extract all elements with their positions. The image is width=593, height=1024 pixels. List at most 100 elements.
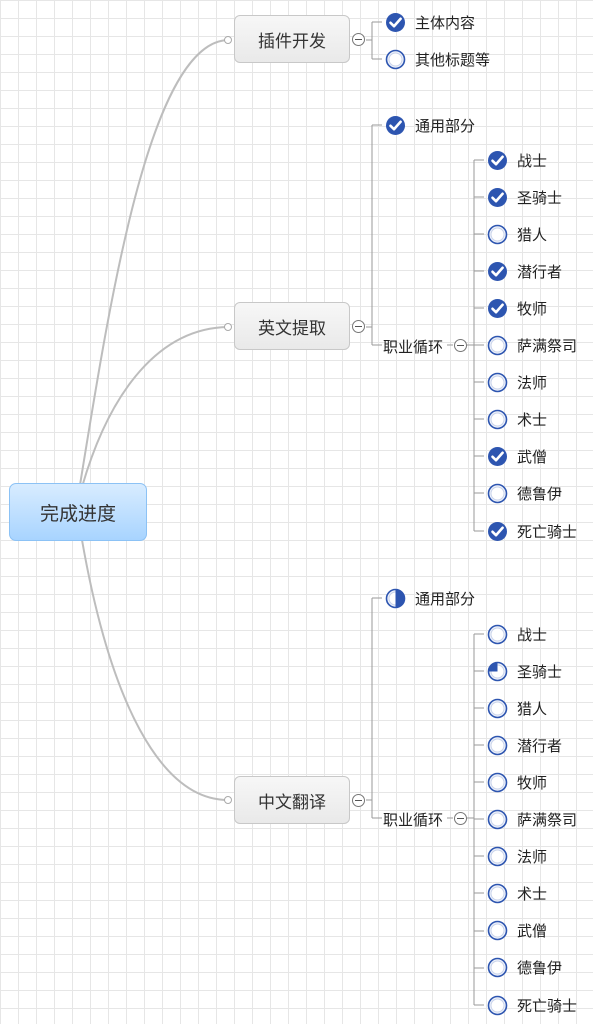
leaf-label: 术士 — [517, 411, 548, 430]
leaf-item[interactable]: 法师 — [487, 372, 547, 394]
status-icon — [487, 698, 508, 718]
leaf-item[interactable]: 通用部分 — [385, 587, 475, 609]
link-root-chinese — [81, 539, 229, 801]
leaf-label: 圣骑士 — [517, 662, 563, 681]
leaf-label: 武僧 — [517, 922, 548, 941]
status-icon — [488, 298, 507, 318]
collapse-toggle-plugin-dev[interactable] — [352, 33, 365, 46]
status-icon — [386, 12, 405, 32]
status-icon — [487, 958, 508, 978]
leaf-item[interactable]: 德鲁伊 — [487, 957, 562, 979]
leaf-label: 死亡骑士 — [517, 522, 578, 541]
leaf-label: 萨满祭司 — [517, 337, 578, 355]
status-icon — [487, 224, 508, 244]
link-root-english — [81, 326, 229, 488]
leaf-item[interactable]: 通用部分 — [385, 114, 475, 136]
leaf-label: 死亡骑士 — [517, 996, 578, 1015]
leaf-item[interactable]: 牧师 — [487, 297, 547, 319]
leaf-item[interactable]: 猎人 — [487, 697, 547, 719]
leaf-label: 萨满祭司 — [517, 811, 578, 829]
leaf-item[interactable]: 圣骑士 — [487, 660, 562, 682]
leaf-label: 猎人 — [517, 225, 548, 244]
leaf-item[interactable]: 牧师 — [487, 771, 547, 793]
status-icon — [488, 521, 507, 541]
status-icon — [487, 661, 508, 681]
branch-node-plugin-dev[interactable]: 插件开发 — [234, 15, 350, 63]
leaf-label: 通用部分 — [415, 589, 476, 608]
leaf-label: 圣骑士 — [517, 188, 563, 207]
status-icon — [487, 409, 508, 430]
leaf-label: 战士 — [517, 625, 548, 644]
status-icon — [488, 187, 507, 207]
leaf-item[interactable]: 术士 — [487, 883, 547, 905]
anchor-english — [224, 323, 232, 331]
status-icon — [488, 150, 507, 170]
status-icon — [487, 809, 508, 830]
group-label-class-rotation[interactable]: 职业循环 — [383, 338, 444, 356]
leaf-label: 德鲁伊 — [517, 959, 563, 978]
group-label-class-rotation[interactable]: 职业循环 — [383, 811, 444, 829]
leaf-label: 法师 — [517, 374, 548, 393]
leaf-label: 牧师 — [517, 299, 548, 318]
collapse-toggle-chinese-translate[interactable] — [352, 794, 365, 807]
status-icon — [487, 772, 508, 793]
leaf-item[interactable]: 战士 — [487, 149, 547, 171]
collapse-toggle-class-rotation-en[interactable] — [454, 339, 467, 352]
leaf-label: 通用部分 — [415, 116, 476, 135]
branch-node-chinese-translate[interactable]: 中文翻译 — [234, 776, 350, 824]
leaf-item[interactable]: 猎人 — [487, 223, 547, 245]
root-label: 完成进度 — [39, 502, 116, 525]
branch-node-english-extract[interactable]: 英文提取 — [234, 302, 350, 350]
anchor-plugin — [224, 36, 232, 44]
leaf-item[interactable]: 德鲁伊 — [487, 483, 562, 505]
status-icon — [487, 846, 508, 867]
status-icon — [487, 372, 508, 393]
leaf-item[interactable]: 武僧 — [487, 920, 547, 942]
leaf-item[interactable]: 战士 — [487, 623, 547, 645]
leaf-item[interactable]: 法师 — [487, 846, 547, 868]
branch-label: 中文翻译 — [258, 792, 326, 813]
status-icon — [487, 920, 508, 941]
leaf-item[interactable]: 主体内容 — [385, 11, 475, 33]
leaf-label: 主体内容 — [415, 13, 476, 32]
leaf-label: 潜行者 — [517, 736, 563, 755]
status-icon — [487, 624, 508, 644]
status-icon — [488, 447, 507, 467]
status-icon — [385, 588, 406, 608]
leaf-item[interactable]: 圣骑士 — [487, 186, 562, 208]
status-icon — [488, 261, 507, 281]
leaf-item[interactable]: 潜行者 — [487, 260, 562, 282]
leaf-item[interactable]: 其他标题等 — [385, 48, 490, 70]
leaf-item[interactable]: 死亡骑士 — [487, 994, 577, 1016]
leaf-label: 其他标题等 — [415, 50, 491, 69]
status-icon — [487, 484, 508, 504]
leaf-item[interactable]: 武僧 — [487, 446, 547, 468]
status-icon — [386, 115, 405, 135]
leaf-item[interactable]: 死亡骑士 — [487, 520, 577, 542]
leaf-label: 法师 — [517, 848, 548, 867]
leaf-label: 武僧 — [517, 448, 548, 467]
collapse-toggle-class-rotation-zh[interactable] — [454, 812, 467, 825]
link-root-plugin — [79, 39, 229, 486]
status-icon — [487, 735, 508, 756]
leaf-label: 战士 — [517, 151, 548, 170]
leaf-label: 猎人 — [517, 699, 548, 718]
branch-label: 插件开发 — [258, 31, 326, 52]
leaf-label: 牧师 — [517, 773, 548, 792]
leaf-label: 潜行者 — [517, 262, 563, 281]
status-icon — [487, 995, 508, 1015]
branch-label: 英文提取 — [258, 318, 326, 339]
leaf-item[interactable]: 潜行者 — [487, 734, 562, 756]
anchor-chinese — [224, 796, 232, 804]
collapse-toggle-english-extract[interactable] — [352, 320, 365, 333]
leaf-item[interactable]: 萨满祭司 — [487, 809, 577, 831]
status-icon — [487, 883, 508, 904]
status-icon — [385, 49, 406, 69]
leaf-label: 德鲁伊 — [517, 485, 563, 504]
leaf-item[interactable]: 萨满祭司 — [487, 335, 577, 357]
leaf-label: 术士 — [517, 885, 548, 904]
root-node[interactable]: 完成进度 — [9, 483, 147, 541]
status-icon — [487, 335, 508, 356]
leaf-item[interactable]: 术士 — [487, 409, 547, 431]
